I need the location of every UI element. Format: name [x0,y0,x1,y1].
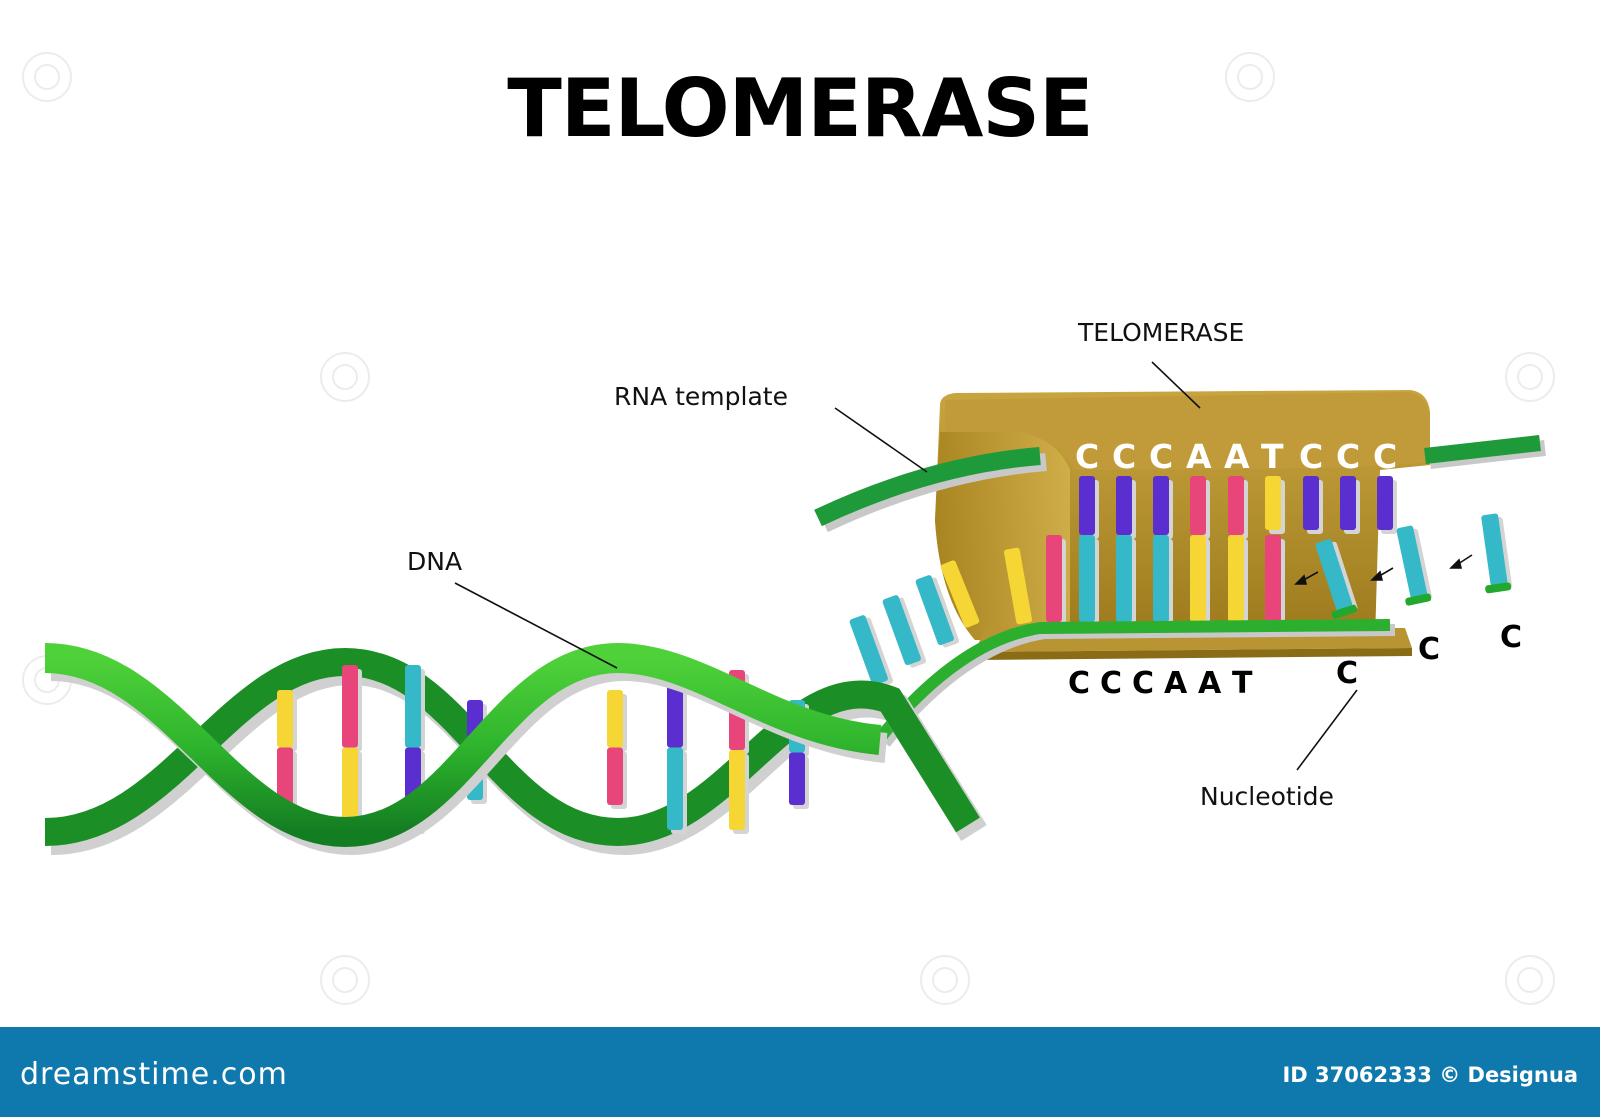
dna-base [882,595,921,666]
rna-base [1265,476,1281,530]
dna-base [849,615,888,686]
inner-dna-bases [940,535,1285,628]
nucleotide-backbone [1405,593,1432,606]
dna-letter: A [1198,666,1222,701]
watermark-icon [1225,52,1275,102]
dna-base [915,575,954,646]
rna-letter: C [1336,437,1361,476]
incoming-nucleotides [1315,513,1512,619]
nucleotide [1481,513,1508,587]
label-rna-template: RNA template [614,382,788,411]
rna-letter: T [1261,437,1284,476]
leader-dna [454,582,618,669]
dna-base [1190,535,1206,622]
dna-letter: A [1164,666,1188,701]
enzyme-floor-edge [975,648,1412,660]
rna-letter: A [1224,437,1250,476]
helix-base [607,747,623,805]
rna-base [1303,476,1319,530]
dna-double-helix [44,642,987,856]
helix-base [342,665,358,748]
nucleotide-backbone [1331,604,1358,619]
nucleotide-letter: C [1336,656,1359,691]
helix-base [342,747,358,830]
watermark-icon [920,955,970,1005]
page-title: TELOMERASE [507,62,1093,155]
leader-lines [454,361,1358,771]
dna-base [1046,535,1062,622]
rna-bases [1079,476,1397,539]
nucleotide-letter: C [1500,620,1523,655]
nucleotide [1396,525,1428,599]
dna-base [940,560,980,628]
telomerase-diagram [44,361,1546,856]
label-nucleotide: Nucleotide [1200,782,1334,811]
helix-base [667,747,683,830]
footer-brand: dreamstime.com [20,1057,288,1092]
dna-letter: C [1100,666,1123,701]
dna-base [1116,535,1132,622]
arrow-icons [1294,554,1473,585]
dna-base [1003,547,1033,625]
watermark-icon [320,955,370,1005]
arrow-icon [1449,554,1473,569]
leader-nucleotide [1296,689,1358,771]
label-telomerase: TELOMERASE [1078,318,1245,347]
rna-base [1116,476,1132,535]
footer-id: ID 37062333 © Designua [1282,1063,1578,1087]
watermark-icon [1505,352,1555,402]
watermark-icon [320,352,370,402]
helix-base [789,752,805,805]
arrow-icon [1294,571,1319,585]
rna-letter: C [1112,437,1137,476]
rna-letter: C [1299,437,1324,476]
dna-base [1265,535,1281,622]
single-strand-bases [849,575,959,688]
rna-base [1079,476,1095,535]
enzyme-top [945,392,1430,470]
leader-rna-template [834,407,928,473]
dna-letter: C [1068,666,1091,701]
dna-letter: T [1232,666,1253,701]
rna-letter: C [1075,437,1100,476]
rna-base [1377,476,1393,530]
helix-strand-front [44,642,882,848]
helix-base [607,690,623,748]
rna-base [1190,476,1206,535]
rna-letter: C [1149,437,1174,476]
arrow-icon [1370,567,1394,581]
rna-base [1153,476,1169,535]
leader-telomerase [1151,361,1201,409]
nucleotide-letter: C [1418,632,1441,667]
helix-base [729,750,745,830]
watermark-icon [1505,955,1555,1005]
dna-base [1153,535,1169,622]
label-dna: DNA [407,547,463,576]
watermark-icon [22,52,72,102]
dna-base [1228,535,1244,622]
rna-letter: A [1186,437,1212,476]
helix-base [277,747,293,805]
helix-base [405,665,421,748]
rna-letter: C [1373,437,1398,476]
rna-base [1228,476,1244,535]
nucleotide-backbone [1485,582,1512,594]
nucleotide [1315,539,1353,612]
helix-base [277,690,293,748]
dna-base [1079,535,1095,622]
rna-base [1340,476,1356,530]
enzyme-left-face [935,432,1070,640]
footer-bar: dreamstime.com ID 37062333 © Designua [0,1027,1600,1117]
rna-template-strand [814,435,1546,533]
dna-letter: C [1132,666,1155,701]
